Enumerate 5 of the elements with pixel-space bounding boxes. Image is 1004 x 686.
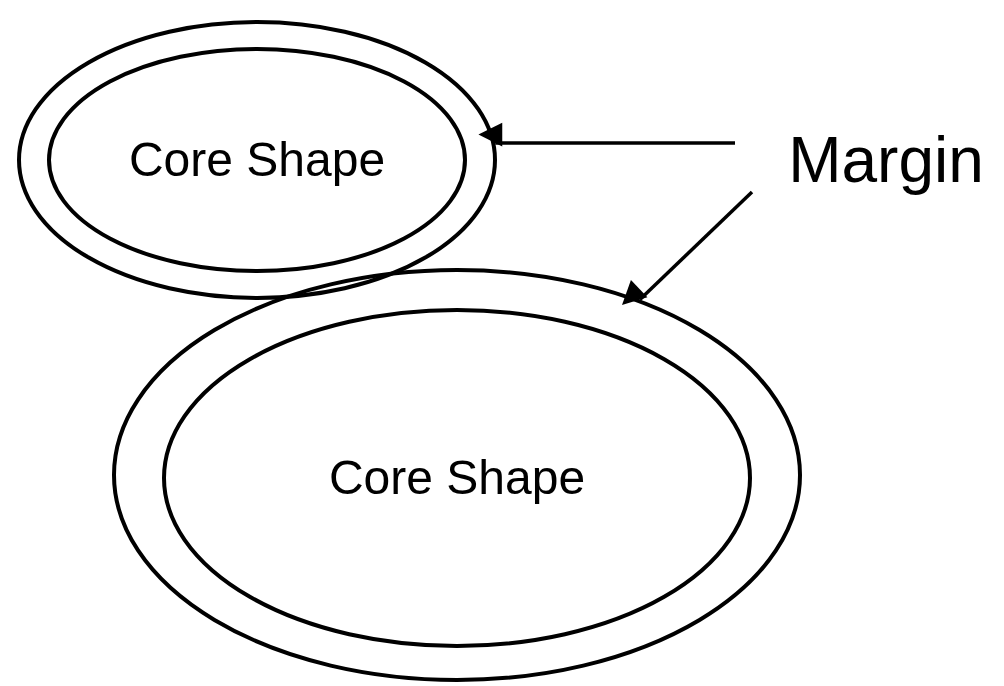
- callout-label: Margin: [788, 124, 984, 196]
- arrow: [478, 122, 735, 147]
- shape-label: Core Shape: [328, 451, 586, 505]
- arrow: [622, 190, 754, 306]
- shape-label: Core Shape: [128, 133, 386, 187]
